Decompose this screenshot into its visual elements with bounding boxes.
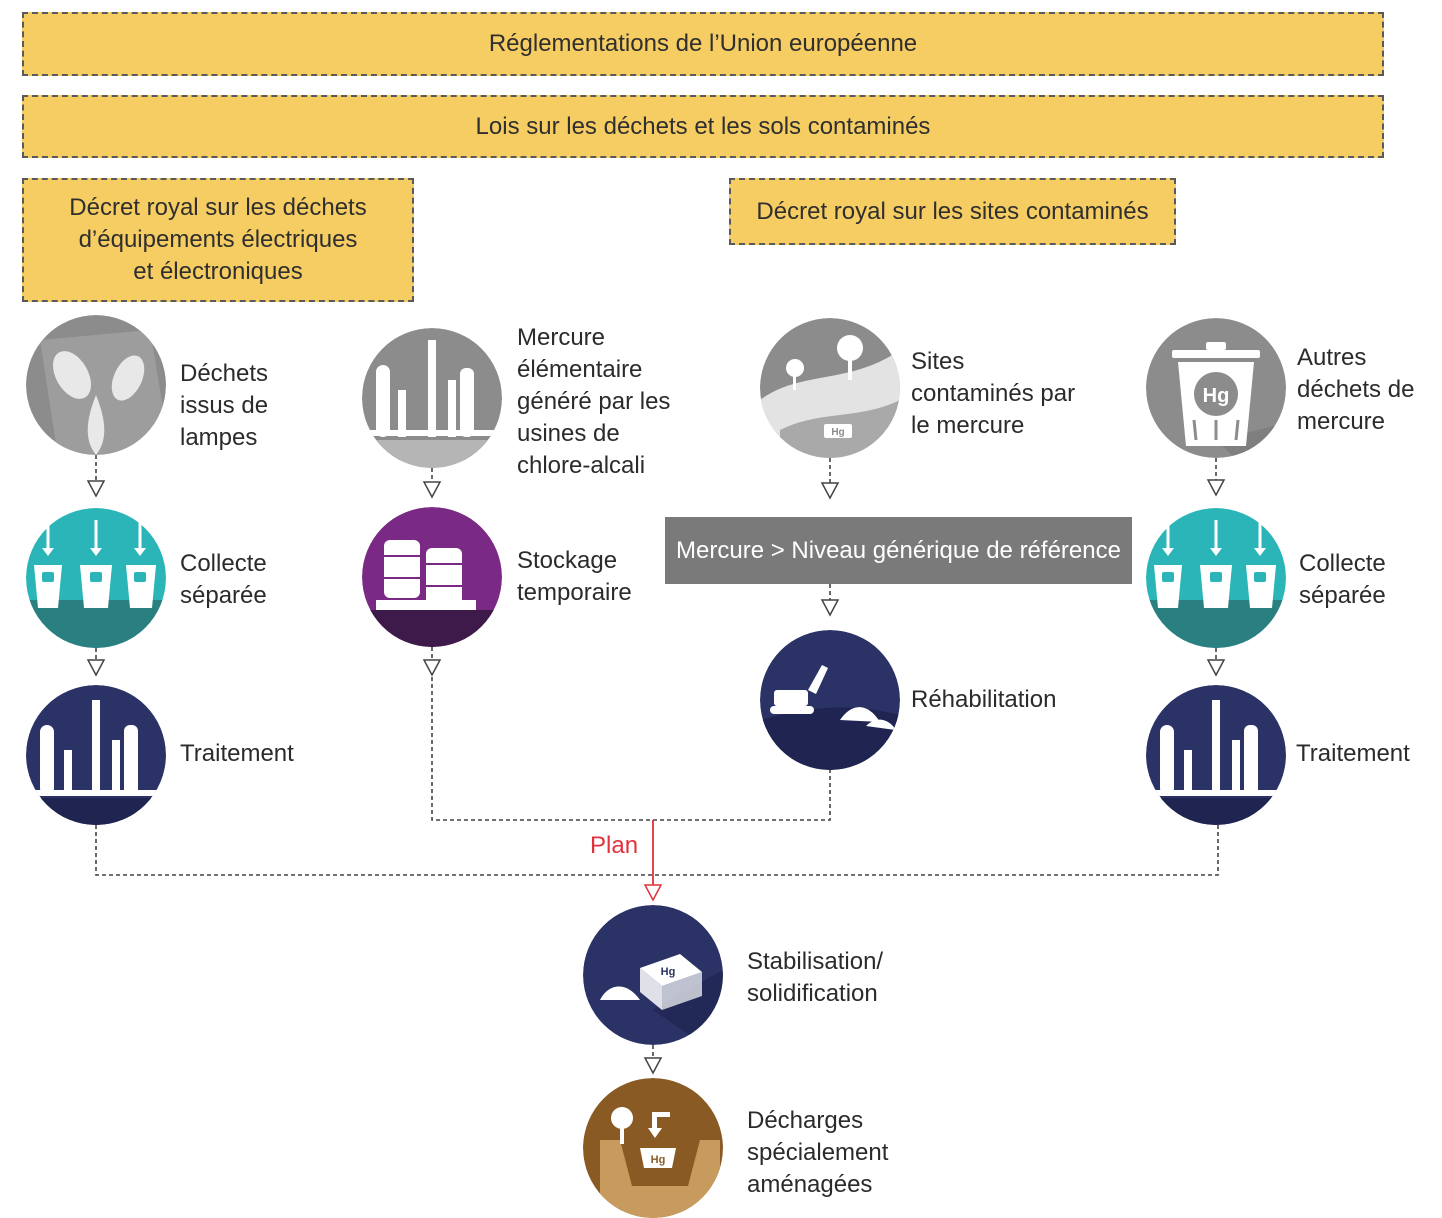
chlor-alkali-line-3: généré par les [517, 388, 671, 415]
mercury-waste-bin-icon: Hg [1146, 318, 1286, 458]
treatment-right-label: Traitement [1296, 738, 1410, 770]
contaminated-sites-line-1: Sites [911, 348, 965, 375]
treatment-right-line-1: Traitement [1296, 740, 1410, 767]
stabilisation-line-2: solidification [747, 980, 878, 1007]
contaminated-sites-line-2: contaminés par [911, 380, 1076, 407]
collect-left-label: Collecte séparée [180, 548, 267, 612]
weee-decree-banner: Décret royal sur les déchets d’équipemen… [22, 178, 414, 302]
temp-storage-line-1: Stockage [517, 547, 618, 574]
sites-decree-text: Décret royal sur les sites contaminés [756, 197, 1149, 225]
threshold-box: Mercure > Niveau générique de référence [665, 517, 1132, 584]
contaminated-sites-line-3: le mercure [911, 412, 1025, 439]
connectors [95, 455, 1219, 1058]
treatment-left-line-1: Traitement [180, 740, 294, 767]
weee-decree-line-3: et électroniques [133, 258, 303, 285]
remediation-label: Réhabilitation [911, 684, 1056, 716]
hg-badge-sites: Hg [831, 427, 844, 438]
other-waste-line-3: mercure [1297, 408, 1386, 435]
plan-arrow [643, 820, 663, 902]
storage-barrels-icon [362, 507, 502, 647]
waste-laws-text: Lois sur les déchets et les sols contami… [475, 112, 931, 140]
landfill-line-3: aménagées [747, 1171, 873, 1198]
collect-right-line-2: séparée [1299, 582, 1386, 609]
chlor-alkali-label: Mercure élémentaire généré par les usine… [517, 322, 670, 482]
lamp-waste-line-2: issus de [180, 392, 269, 419]
other-waste-line-1: Autres [1297, 344, 1367, 371]
threshold-text: Mercure > Niveau générique de référence [676, 536, 1121, 564]
chlor-alkali-line-4: usines de [517, 420, 620, 447]
remediation-line-1: Réhabilitation [911, 686, 1057, 713]
hg-badge-bin: Hg [1203, 385, 1230, 407]
treatment-left-label: Traitement [180, 738, 294, 770]
treatment-plant-icon [26, 685, 166, 825]
weee-decree-line-2: d’équipements électriques [78, 226, 358, 253]
landfill-line-2: spécialement [747, 1139, 889, 1166]
eu-regulations-text: Réglementations de l’Union européenne [488, 30, 918, 57]
eu-regulations-banner: Réglementations de l’Union européenne [22, 12, 1384, 76]
remediation-excavator-icon [760, 630, 900, 770]
collect-left-line-1: Collecte [180, 550, 267, 577]
sites-decree-banner: Décret royal sur les sites contaminés [729, 178, 1176, 245]
temp-storage-label: Stockage temporaire [517, 545, 632, 609]
plan-label: Plan [590, 832, 639, 859]
lamp-waste-icon [26, 315, 166, 455]
collect-left-line-2: séparée [180, 582, 267, 609]
chlor-alkali-plant-icon [362, 328, 502, 468]
stabilisation-label: Stabilisation/ solidification [747, 946, 883, 1010]
landfill-label: Décharges spécialement aménagées [747, 1105, 888, 1201]
weee-decree-line-1: Décret royal sur les déchets [69, 194, 367, 221]
temp-storage-line-2: temporaire [517, 579, 632, 606]
collect-right-line-1: Collecte [1299, 550, 1386, 577]
collection-bins-icon-right [1146, 508, 1286, 648]
landfill-line-1: Décharges [747, 1107, 864, 1134]
chlor-alkali-line-2: élémentaire [517, 356, 643, 383]
other-waste-line-2: déchets de [1297, 376, 1415, 403]
waste-laws-banner: Lois sur les déchets et les sols contami… [22, 95, 1384, 158]
lamp-waste-label: Déchets issus de lampes [180, 358, 268, 454]
treatment-plant-icon-right [1146, 685, 1286, 825]
hg-badge-block: Hg [661, 966, 676, 978]
arrowheads [86, 479, 1226, 1075]
contaminated-sites-label: Sites contaminés par le mercure [911, 346, 1075, 442]
lamp-waste-line-3: lampes [180, 424, 258, 451]
collection-bins-icon [26, 508, 166, 648]
contaminated-site-icon: Hg [760, 318, 900, 458]
landfill-icon: Hg [583, 1078, 723, 1218]
stabilisation-block-icon: Hg [583, 905, 723, 1045]
chlor-alkali-line-1: Mercure [517, 324, 606, 351]
stabilisation-line-1: Stabilisation/ [747, 948, 884, 975]
other-waste-label: Autres déchets de mercure [1297, 342, 1414, 438]
chlor-alkali-line-5: chlore-alcali [517, 452, 646, 479]
collect-right-label: Collecte séparée [1299, 548, 1386, 612]
lamp-waste-line-1: Déchets [180, 360, 269, 387]
hg-badge-landfill: Hg [651, 1154, 666, 1166]
